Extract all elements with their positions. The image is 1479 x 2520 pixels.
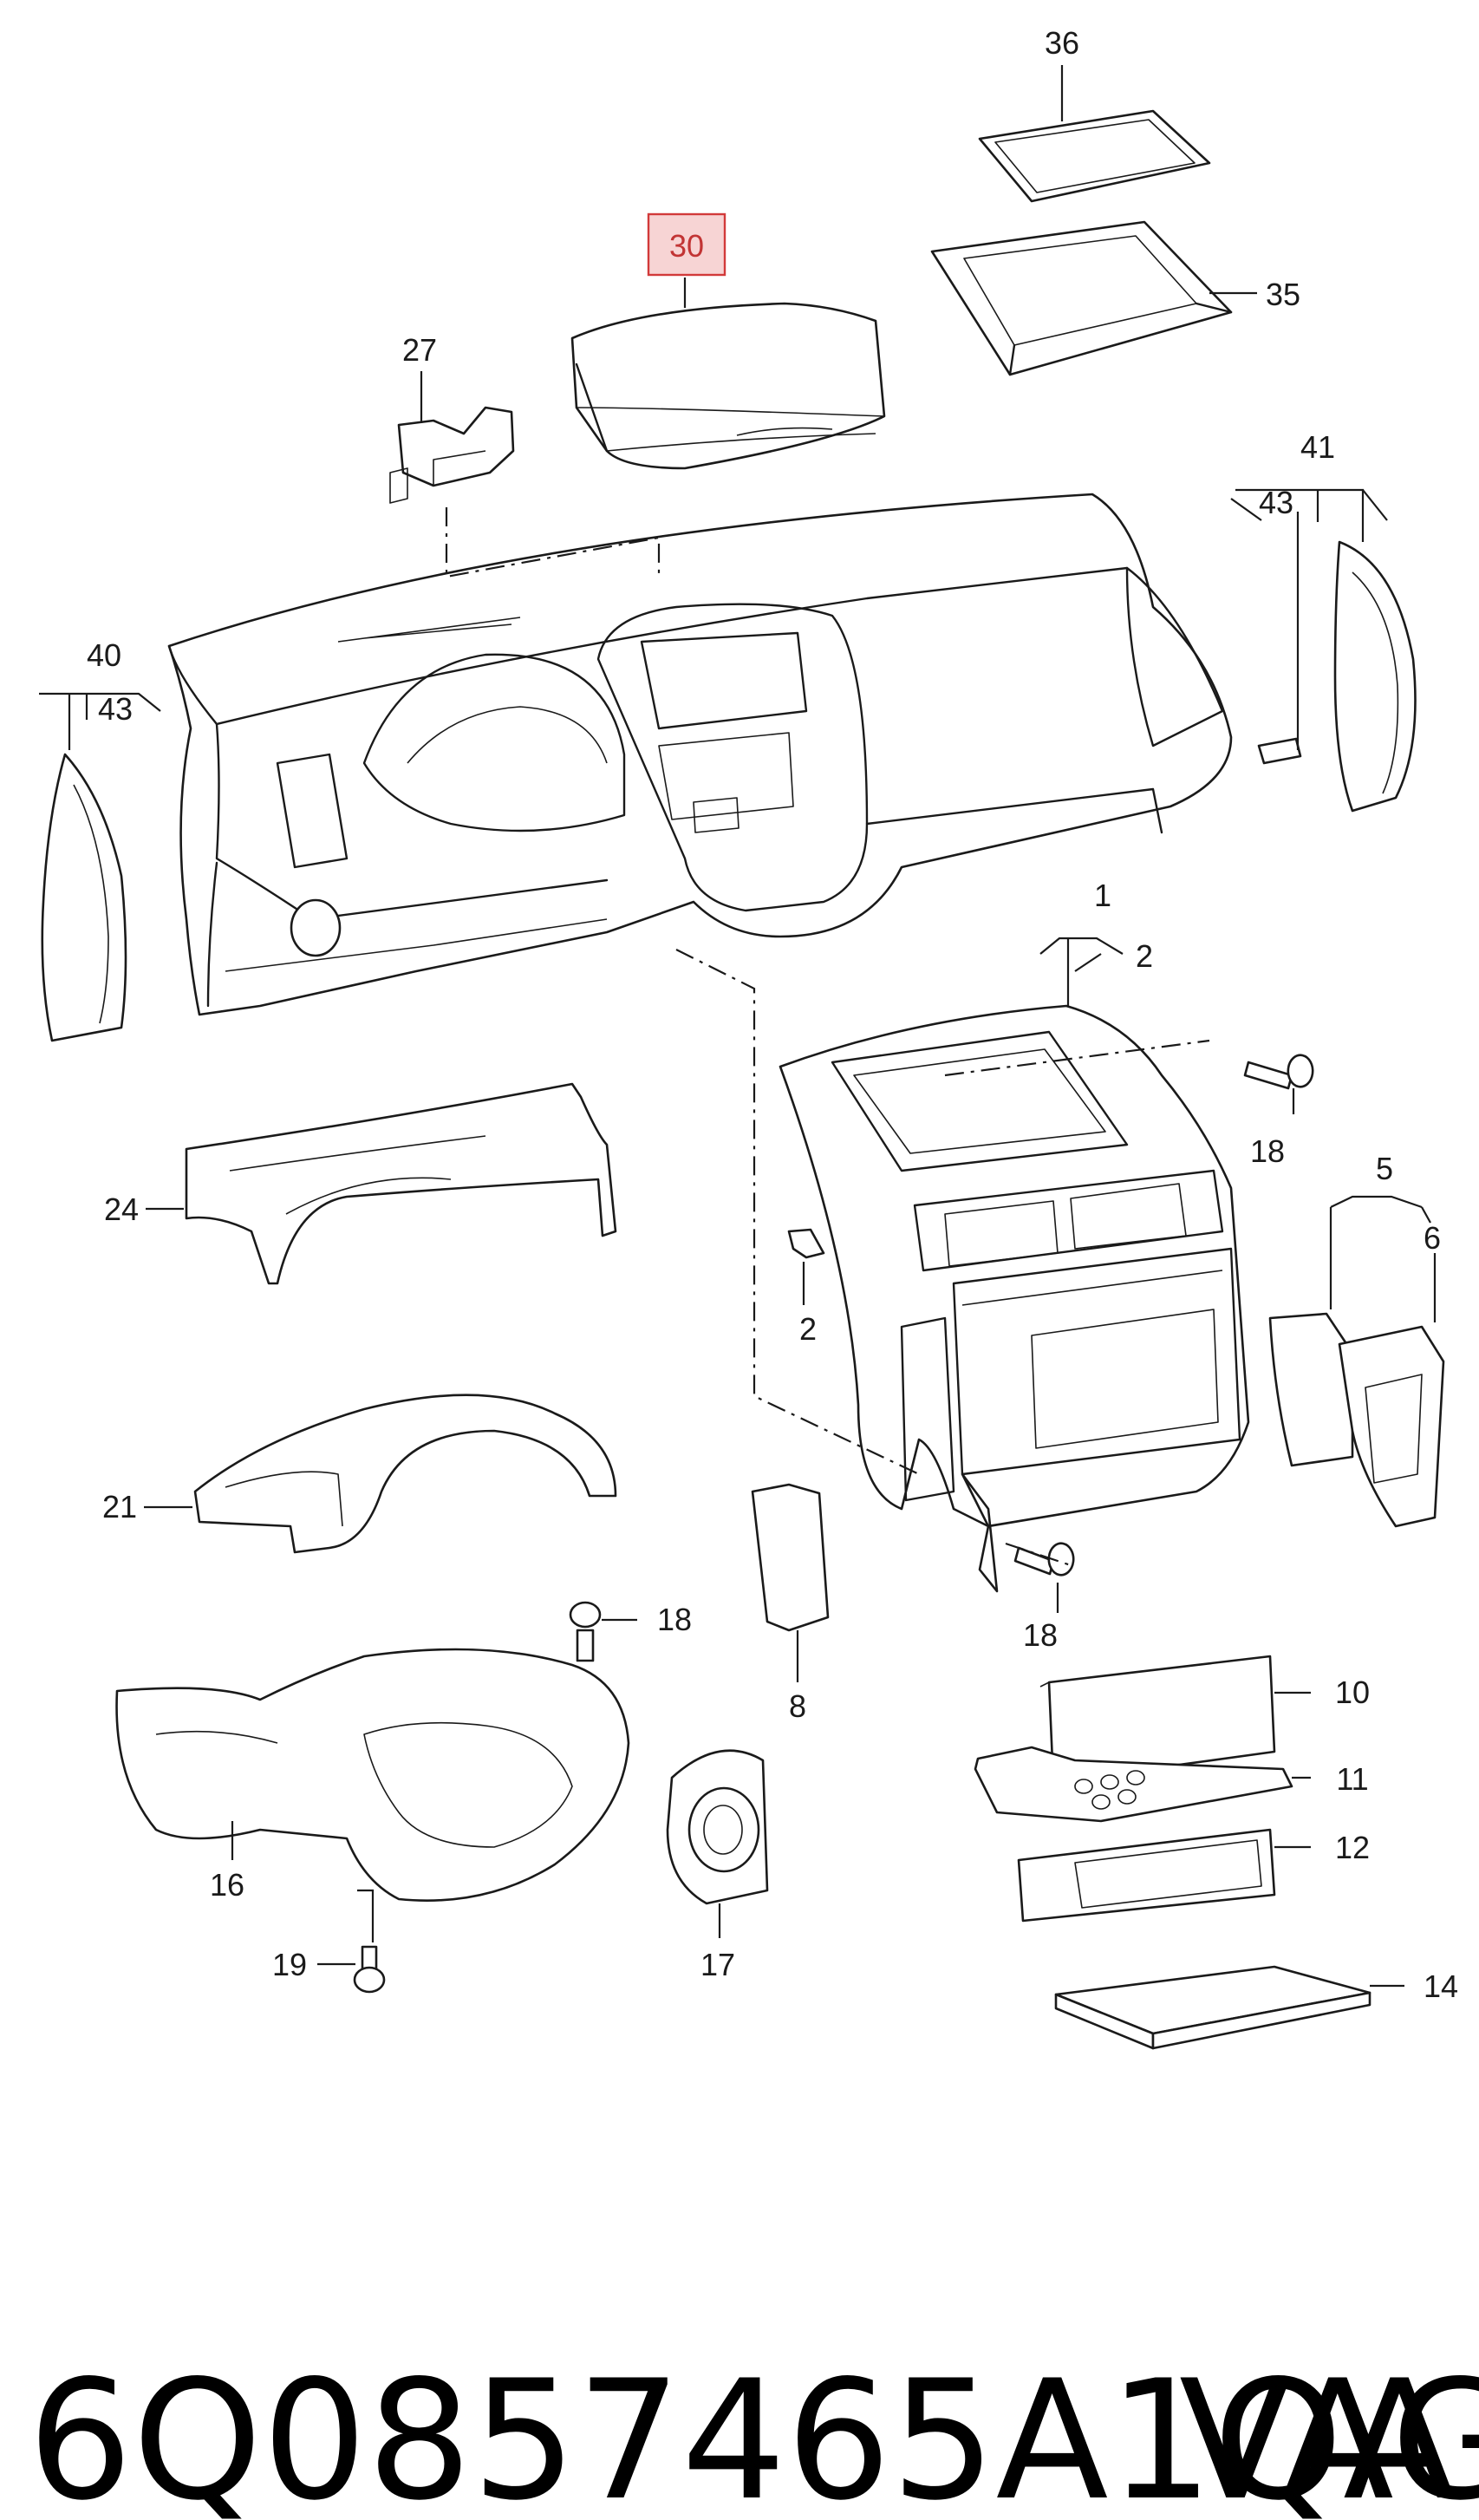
part-18-screw-steering <box>569 1601 602 1662</box>
highlight-box-30 <box>647 212 726 277</box>
label-10: 10 <box>1335 1675 1370 1710</box>
label-5: 5 <box>1376 1151 1393 1186</box>
part-41-right-trim <box>1257 540 1417 813</box>
label-21: 21 <box>102 1489 137 1524</box>
part-8-cover-strip <box>751 1483 830 1632</box>
part-18-screw-lower-right <box>1013 1542 1075 1577</box>
part-35-tray-frame <box>930 220 1233 376</box>
label-11: 11 <box>1336 1761 1368 1797</box>
part-10-face-plate <box>1039 1655 1276 1787</box>
part-14-mat <box>1054 1965 1371 2050</box>
label-27: 27 <box>402 332 437 368</box>
label-14: 14 <box>1424 1968 1458 2004</box>
label-18-upper-right: 18 <box>1250 1133 1285 1169</box>
leader-lines <box>39 65 1437 1988</box>
label-8: 8 <box>789 1688 806 1724</box>
label-19: 19 <box>272 1947 307 1982</box>
label-2-clip: 2 <box>799 1311 817 1347</box>
label-40: 40 <box>87 637 121 673</box>
label-36: 36 <box>1045 25 1079 61</box>
label-1: 1 <box>1094 878 1111 913</box>
part-40-left-trim <box>41 753 127 1042</box>
callout-labels: 36 35 30 27 41 43 40 43 1 2 18 5 6 2 18 … <box>87 25 1458 2004</box>
label-18-lower-right: 18 <box>1023 1617 1058 1653</box>
part-16-steering-shroud-lower <box>115 1648 630 1902</box>
label-41: 41 <box>1300 429 1335 465</box>
part-17-trim-ring <box>666 1749 769 1905</box>
label-30: 30 <box>669 228 704 264</box>
brand-name: VAG <box>1179 2345 1479 2520</box>
part-21-steering-shroud-upper <box>193 1394 617 1554</box>
part-11-mounting-bracket <box>974 1746 1293 1823</box>
part-27-bracket <box>389 406 515 504</box>
label-24: 24 <box>104 1191 139 1227</box>
part-30-storage-compartment <box>570 302 886 470</box>
label-12: 12 <box>1335 1830 1370 1865</box>
label-18-steering: 18 <box>657 1602 692 1637</box>
part-19-screw <box>353 1945 386 1994</box>
part-2-clip <box>787 1228 825 1259</box>
label-17: 17 <box>700 1947 735 1982</box>
part-number: 6Q0857465A1QA <box>28 2345 1456 2520</box>
part-18-screw-upper-right <box>1243 1054 1314 1090</box>
label-43-right: 43 <box>1259 485 1293 520</box>
part-1-center-console <box>779 1004 1250 1593</box>
label-35: 35 <box>1266 277 1300 312</box>
part-24-lower-trim <box>185 1082 617 1285</box>
label-43-left: 43 <box>98 691 133 727</box>
label-16: 16 <box>210 1867 244 1903</box>
part-36-lid <box>978 109 1211 203</box>
assembly-lines <box>445 507 1210 1567</box>
dashboard-carrier <box>167 493 1233 1016</box>
part-5-side-holder <box>1268 1312 1445 1528</box>
label-2-console: 2 <box>1136 938 1153 974</box>
label-6: 6 <box>1424 1220 1441 1256</box>
part-12-storage-box <box>1017 1828 1276 1923</box>
